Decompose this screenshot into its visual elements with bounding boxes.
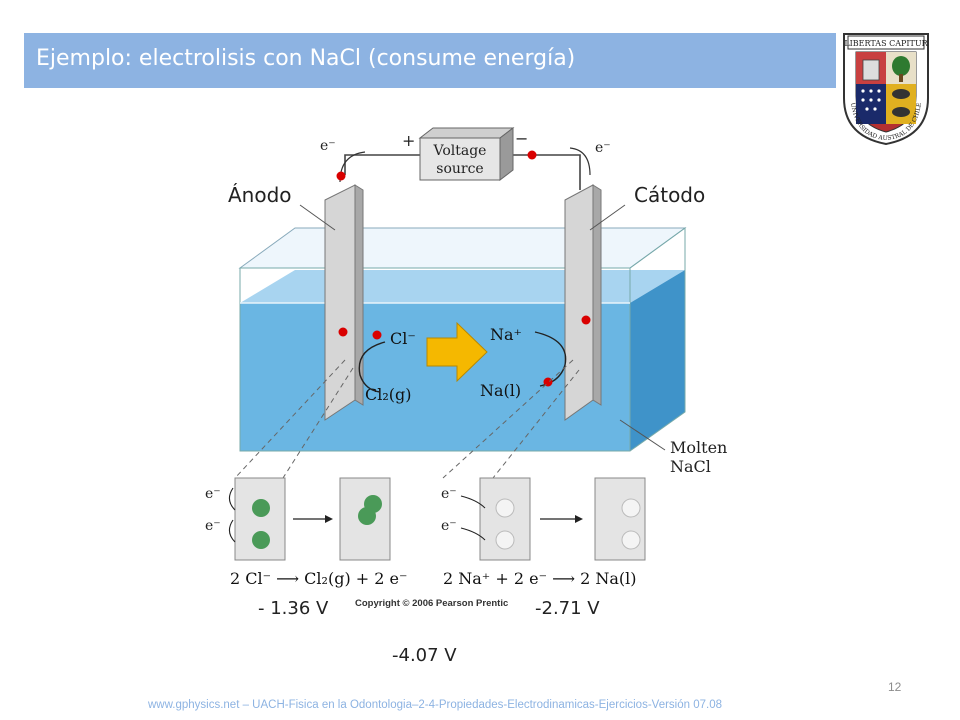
marker-dot	[527, 150, 537, 160]
marker-dot	[338, 327, 348, 337]
cathode-potential: -2.71 V	[535, 598, 600, 619]
voltage-source-label-2: source	[436, 161, 483, 177]
cathode-electrode	[564, 184, 602, 421]
anode-detail-electron-1: e⁻	[205, 486, 221, 502]
cathode-detail-electron-1: e⁻	[441, 486, 457, 502]
sodium-ion-label: Na⁺	[490, 325, 522, 344]
anode-half-reaction: 2 Cl⁻ ⟶ Cl₂(g) + 2 e⁻	[230, 569, 407, 588]
cathode-label: Cátodo	[634, 183, 706, 207]
cell-potential: -4.07 V	[392, 645, 457, 666]
ion-migration-arrow	[426, 321, 488, 383]
anode-detail-panel	[234, 477, 391, 561]
copyright-notice: Copyright © 2006 Pearson Prentic	[355, 598, 508, 609]
seal-motto: LIBERTAS CAPITUR	[844, 39, 928, 48]
molten-pointer-line	[619, 419, 666, 451]
cathode-pointer-line	[589, 204, 626, 231]
slide-title: Ejemplo: electrolisis con NaCl (consume …	[36, 46, 576, 71]
anode-pointer-line	[299, 204, 336, 231]
voltage-source: Voltage source	[418, 126, 515, 182]
marker-dot	[581, 315, 591, 325]
electron-label-top-left: e⁻	[320, 138, 336, 154]
title-bar: Ejemplo: electrolisis con NaCl (consume …	[24, 33, 836, 88]
chlorine-gas-label: Cl₂(g)	[365, 385, 412, 404]
red-markers	[336, 150, 591, 387]
sodium-liquid-label: Na(l)	[480, 381, 521, 400]
anode-detail-electron-2: e⁻	[205, 518, 221, 534]
molten-label-2: NaCl	[670, 457, 711, 476]
anode-detail-electron-arrows	[228, 487, 236, 543]
molten-label-1: Molten	[670, 438, 727, 457]
anode-electrode	[324, 184, 364, 421]
marker-dot	[372, 330, 382, 340]
voltage-source-label-1: Voltage	[433, 143, 487, 159]
page-number: 12	[888, 680, 902, 694]
cathode-half-reaction: 2 Na⁺ + 2 e⁻ ⟶ 2 Na(l)	[443, 569, 637, 588]
electron-flow-arrow-right	[569, 147, 591, 176]
university-seal: LIBERTAS CAPITUR UNIVERSIDAD AUSTRAL DE …	[843, 33, 929, 146]
anode-label: Ánodo	[228, 183, 292, 207]
positive-terminal-sign: +	[402, 131, 415, 150]
marker-dot	[336, 171, 346, 181]
anode-potential: - 1.36 V	[258, 598, 329, 619]
negative-terminal-sign: −	[515, 129, 528, 148]
electron-label-top-right: e⁻	[595, 140, 611, 156]
cathode-detail-electron-2: e⁻	[441, 518, 457, 534]
footer-text: www.gphysics.net – UACH-Fisica en la Odo…	[148, 699, 722, 711]
cathode-detail-electron-arrows	[460, 495, 486, 541]
electrolysis-diagram: Voltage source + − e⁻ e⁻ Cl⁻ Na⁺ Cl₂(g) …	[205, 126, 727, 609]
magnification-lines	[234, 359, 580, 479]
cathode-detail-panel	[479, 477, 646, 561]
chloride-ion-label: Cl⁻	[390, 329, 416, 348]
anode-reaction-arrow	[358, 341, 386, 393]
